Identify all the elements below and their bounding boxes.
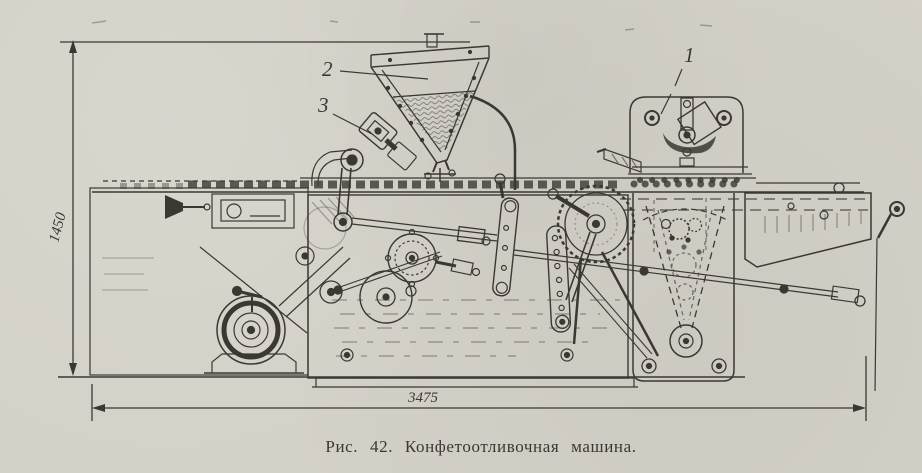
- pedestal: [632, 193, 735, 382]
- handwheel-icon: [165, 195, 183, 219]
- width-dimension-label: 3475: [407, 390, 439, 406]
- hopper-spout: [432, 159, 450, 173]
- callout-2-label: 2: [322, 57, 333, 81]
- cutter-blade-icon: [663, 133, 716, 154]
- feed-valve: [303, 112, 417, 250]
- big-gear: [547, 184, 660, 357]
- callout-1-label: 1: [684, 43, 695, 67]
- cutter-panel: [596, 96, 752, 183]
- guard-pipe: [469, 94, 517, 190]
- callout-3-label: 3: [317, 93, 329, 117]
- callouts: 2 3 1: [317, 43, 695, 135]
- arrow-left-icon: [92, 404, 105, 412]
- height-dimension-label: 1450: [46, 210, 69, 244]
- drive-belt: [278, 246, 351, 318]
- machine-drawing: [89, 33, 905, 392]
- width-dimension: [91, 356, 867, 421]
- gooseneck-bracket: [311, 149, 353, 187]
- height-dimension: [58, 40, 745, 378]
- arrow-up-icon: [69, 40, 77, 53]
- arrow-right-icon: [853, 404, 866, 412]
- valve-lever-arm: [337, 167, 352, 216]
- arrow-down-icon: [69, 363, 77, 376]
- hopper: [370, 33, 517, 190]
- right-table: [620, 182, 872, 268]
- callout-2-leader: [339, 70, 429, 80]
- motor-lever-knob: [231, 285, 243, 297]
- chain-path: [645, 205, 725, 329]
- paper-specks: [91, 20, 713, 31]
- callout-1-leader: [660, 68, 683, 115]
- hand-lever: [874, 201, 905, 392]
- motor: [204, 246, 351, 374]
- central-block: [307, 194, 638, 388]
- left-body: [89, 187, 309, 376]
- candy-mass: [393, 91, 475, 151]
- long-drive-rod: [513, 249, 839, 298]
- figure-caption: Рис. 42. Конфетоотливочная машина.: [325, 437, 636, 456]
- callout-3-leader: [332, 113, 373, 135]
- hopper-rivets: [385, 75, 477, 143]
- table-conveyor: [92, 177, 864, 193]
- linkage-mechanism: [295, 173, 866, 359]
